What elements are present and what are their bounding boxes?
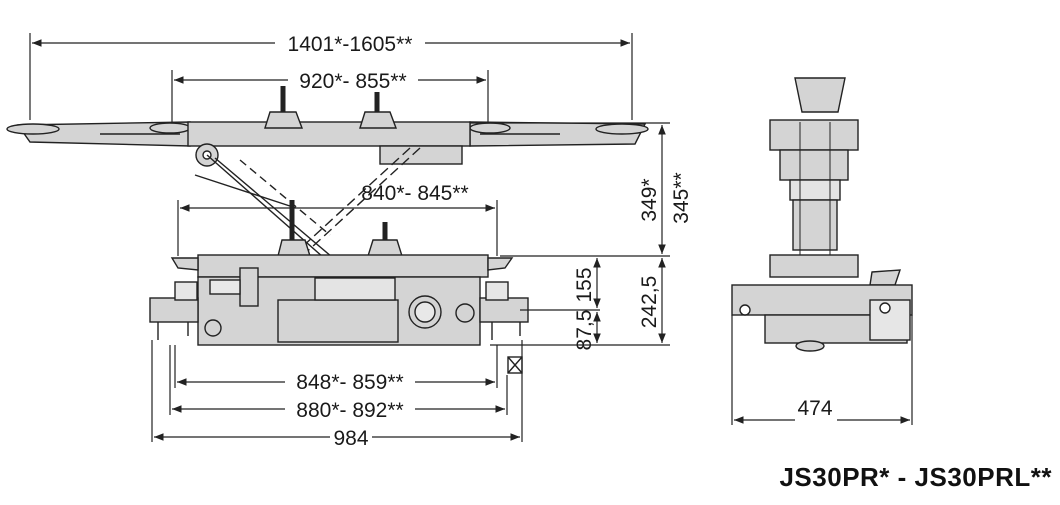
side-brackets: [149, 281, 529, 374]
side-view: [731, 77, 913, 352]
dimension-lines: [29, 33, 913, 442]
dim-pad-spacing: 920*- 855**: [299, 70, 406, 93]
top-saddles: [264, 86, 398, 129]
dim-lower-pad-spacing: 840*- 845**: [361, 182, 468, 205]
dim-lift-height-a: 349*: [638, 178, 661, 221]
dim-height-155: 155: [573, 267, 596, 302]
dim-lift-height-b: 345**: [670, 172, 693, 223]
dim-overall-length: 984: [333, 427, 368, 450]
dim-rail-outer: 880*- 892**: [296, 399, 403, 422]
dim-height-87: 87,5: [573, 310, 596, 351]
top-beam: [187, 121, 471, 147]
dimension-labels: 1401*-1605** 920*- 855** 840*- 845** 848…: [275, 30, 837, 450]
dim-side-width: 474: [797, 397, 832, 420]
front-view: [6, 86, 649, 374]
dim-rail-inner: 848*- 859**: [296, 371, 403, 394]
dim-arm-span: 1401*-1605**: [288, 33, 413, 56]
scissor-mechanism: [194, 147, 421, 273]
model-label: JS30PR* - JS30PRL**: [779, 462, 1052, 492]
lower-saddles: [277, 200, 403, 257]
dim-height-242: 242,5: [638, 276, 661, 329]
